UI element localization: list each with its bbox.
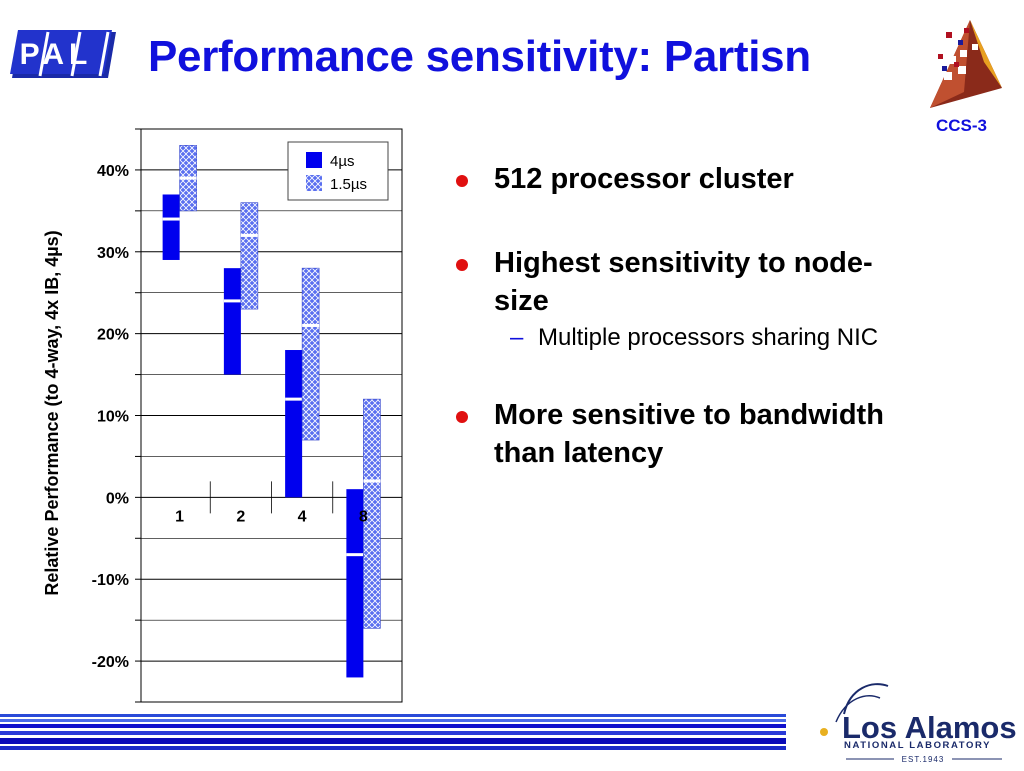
y-tick-label: -20% (92, 654, 129, 671)
x-category-label: 2 (236, 508, 245, 525)
bullet-text-line1: More sensitive to bandwidth (494, 399, 884, 431)
bullet-dot (456, 411, 468, 423)
range-bar-median (363, 479, 381, 483)
range-chart: 40% 30% 20% 10% 0% -10% -20% 1 2 4 8 Relative Perf… (42, 128, 403, 703)
lab-established: EST.1943 (902, 755, 945, 764)
bullet-text: 512 processor cluster (494, 163, 794, 195)
range-bar-4us (285, 350, 303, 498)
bullet-dot (456, 175, 468, 187)
ccs-pyramid-logo (924, 16, 1008, 119)
legend-label-1-5us: 1.5µs (330, 176, 367, 193)
bullet-item: More sensitive to bandwidth than latency (452, 396, 1012, 472)
range-bar-median (240, 233, 258, 237)
lab-name: Los Alamos (842, 710, 1016, 745)
chart-legend: 4µs 1.5µs (287, 141, 389, 201)
y-tick-label: 40% (97, 163, 129, 180)
y-tick-label: 10% (97, 409, 129, 426)
x-category-label: 4 (298, 508, 307, 525)
legend-swatch-1-5us (306, 175, 322, 191)
legend-label-4us: 4µs (330, 153, 355, 170)
lab-subtitle: NATIONAL LABORATORY (844, 740, 991, 751)
range-bar-4us (223, 268, 241, 375)
range-bar-median (302, 323, 320, 327)
pal-logo-text: PAL (20, 38, 93, 71)
footer-stripes (0, 714, 786, 750)
range-bar-median (223, 299, 241, 303)
bullet-text-line1: Highest sensitivity to node- (494, 247, 873, 279)
x-category-label: 8 (359, 508, 368, 525)
range-bar-1-5us (363, 398, 381, 629)
range-bar-1-5us (301, 267, 320, 441)
bullet-item: Highest sensitivity to node- size (452, 244, 1012, 320)
range-bar-median (285, 397, 303, 401)
bullet-text-line2: size (494, 285, 549, 317)
y-tick-label: 20% (97, 327, 129, 344)
legend-swatch-4us (306, 152, 322, 168)
y-tick-label: 30% (97, 245, 129, 262)
x-category-label: 1 (175, 508, 184, 525)
bullet-dot (456, 259, 468, 271)
range-bar-median (179, 176, 197, 180)
sub-bullet-item: – Multiple processors sharing NIC (452, 324, 1012, 352)
y-tick-label: 0% (106, 490, 129, 507)
range-bar-median (346, 553, 364, 557)
y-tick-label: -10% (92, 572, 129, 589)
sub-bullet-text: Multiple processors sharing NIC (538, 324, 879, 351)
bullet-list: 512 processor cluster Highest sensitivit… (452, 160, 1012, 472)
pal-logo: PAL (8, 28, 120, 87)
range-bar-4us (162, 194, 180, 260)
slide-title: Performance sensitivity: Partisn (148, 32, 811, 81)
bullet-item: 512 processor cluster (452, 160, 1012, 198)
sub-bullet-dash: – (510, 324, 524, 351)
range-bar-4us (346, 489, 364, 678)
ccs-label: CCS-3 (936, 116, 988, 135)
y-axis-label: Relative Performance (to 4-way, 4x IB, 4… (42, 230, 62, 595)
range-bar-1-5us (240, 202, 259, 310)
range-bar-median (162, 217, 180, 221)
los-alamos-logo: Los Alamos NATIONAL LABORATORY EST.1943 (806, 676, 1017, 771)
bullet-text-line2: than latency (494, 437, 664, 469)
